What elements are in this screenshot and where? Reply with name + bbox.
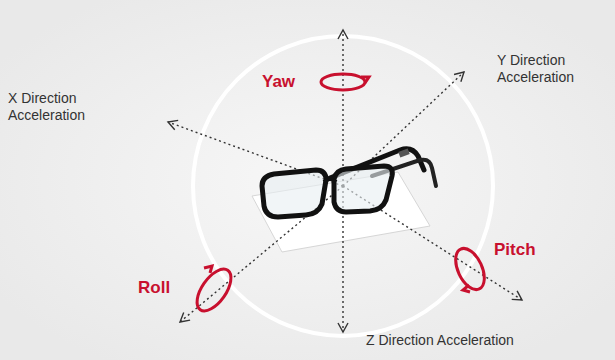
rotation-label: Pitch [494, 240, 536, 260]
roll-rotation [190, 263, 237, 316]
pitch-rotation [450, 244, 490, 294]
pitch-arrowhead [463, 285, 470, 292]
axis-label: Z Direction Acceleration [366, 332, 514, 349]
glasses [262, 148, 436, 217]
rotation-label: Yaw [262, 72, 295, 92]
rotation-label: Roll [138, 278, 170, 298]
axis-label: Y Direction Acceleration [497, 52, 609, 86]
z-axis-up [342, 30, 343, 186]
yaw-arrowhead [361, 77, 369, 83]
axis-label: X Direction Acceleration [8, 90, 133, 124]
yaw-rotation [321, 74, 365, 90]
roll-arrowhead [204, 266, 212, 273]
